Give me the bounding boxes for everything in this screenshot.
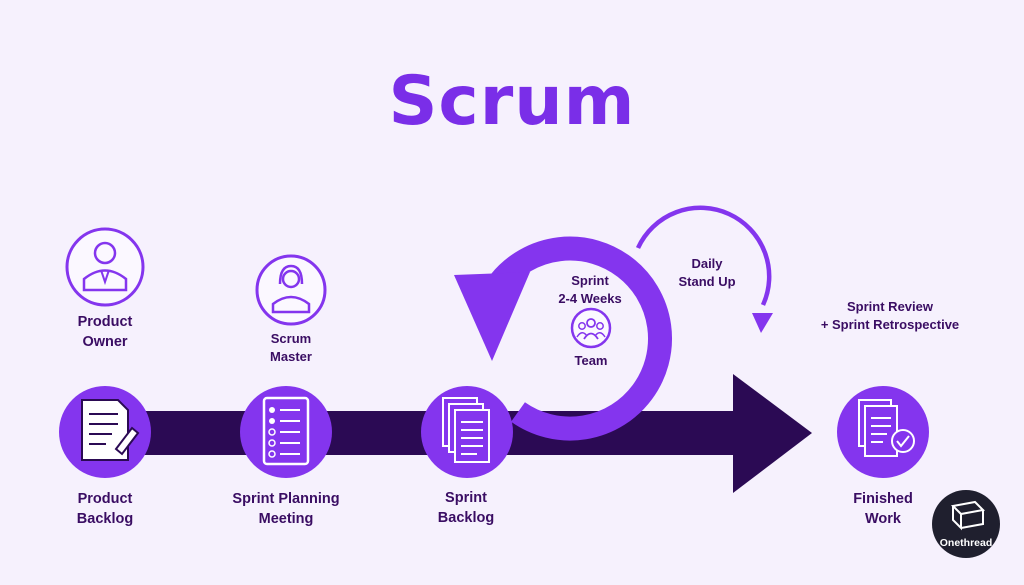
scrum-master-label: Scrum Master xyxy=(270,331,312,364)
daily-standup-arrow xyxy=(635,205,773,333)
person-icon xyxy=(65,227,145,307)
onethread-logo-icon xyxy=(932,490,1000,558)
finished-work-label: Finished Work xyxy=(853,491,913,527)
sprint-cycle-arrow xyxy=(454,236,673,441)
product-owner-label: Product Owner xyxy=(77,314,133,350)
sprint-review-label: Sprint Review + Sprint Retrospective xyxy=(820,299,960,332)
stacked-documents-icon xyxy=(421,386,513,478)
team-label: Team xyxy=(574,353,608,368)
daily-standup-label: Daily Stand Up xyxy=(678,256,736,289)
product-backlog-label: Product Backlog xyxy=(76,491,134,527)
woman-icon xyxy=(255,254,327,326)
checklist-icon xyxy=(240,386,332,478)
document-pencil-icon xyxy=(59,386,151,478)
page-title: Scrum xyxy=(388,62,636,141)
brand-name: Onethread xyxy=(939,537,993,549)
sprint-backlog-label: Sprint Backlog xyxy=(437,490,495,526)
team-icon xyxy=(570,307,612,349)
sprint-planning-label: Sprint Planning Meeting xyxy=(232,491,340,527)
document-check-icon xyxy=(837,386,929,478)
sprint-duration-label: Sprint 2-4 Weeks xyxy=(558,273,622,306)
